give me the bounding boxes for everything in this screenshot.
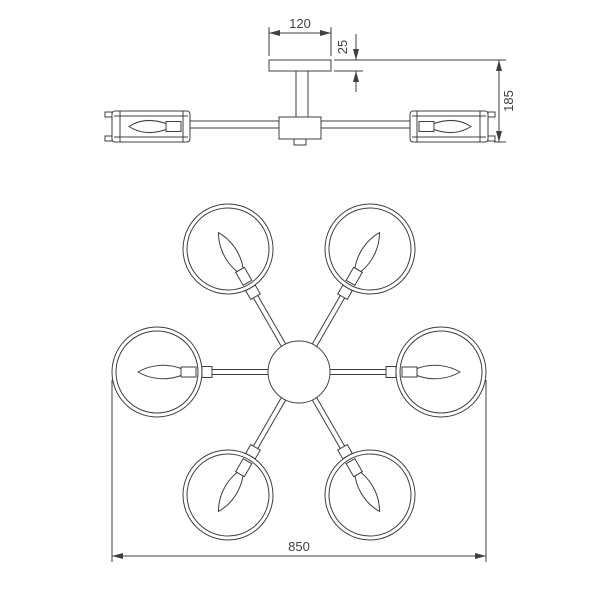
dimension-total-height: 185 (336, 59, 516, 143)
side-view: 120 25 185 (104, 16, 516, 146)
shade-lower-left (166, 433, 290, 557)
arm-right (329, 366, 397, 378)
arm-upper-left (245, 284, 289, 349)
dimension-overall-diameter: 850 (111, 380, 487, 562)
dimension-canopy-width: 120 (268, 16, 332, 56)
arm-lower-left (245, 395, 289, 460)
bulb (433, 119, 472, 134)
dim-overall-diameter-label: 850 (288, 539, 310, 554)
stem (295, 70, 309, 118)
dim-total-height-label: 185 (501, 90, 516, 112)
fixture-side (104, 59, 496, 146)
dim-canopy-height-label: 25 (335, 40, 350, 54)
lamp-left-side (104, 110, 191, 143)
shade-clip-bottom (487, 135, 496, 142)
shade-upper-left (166, 187, 290, 311)
arm-upper-right (309, 284, 353, 349)
dimension-canopy-height: 25 (334, 34, 363, 92)
bulb-socket (418, 121, 435, 132)
shade-clip-top (487, 111, 496, 118)
shade-left (111, 326, 203, 418)
hub-side (278, 116, 322, 140)
arm-tube-left (187, 120, 280, 129)
hub-plan (267, 340, 331, 404)
bulb (128, 119, 167, 134)
shade-right (395, 326, 487, 418)
arm-tube-right (320, 120, 413, 129)
hub-nub (293, 138, 307, 146)
shade-lower-right (308, 433, 432, 557)
shade-clip-bottom (104, 135, 113, 142)
bulb-socket (165, 121, 182, 132)
shade-clip-top (104, 111, 113, 118)
lamp-right-side (409, 110, 496, 143)
arm-left (201, 366, 269, 378)
shade-upper-right (308, 187, 432, 311)
canopy (268, 59, 332, 72)
dim-canopy-width-label: 120 (289, 16, 311, 31)
plan-view: 850 (111, 187, 487, 562)
arm-lower-right (309, 395, 353, 460)
